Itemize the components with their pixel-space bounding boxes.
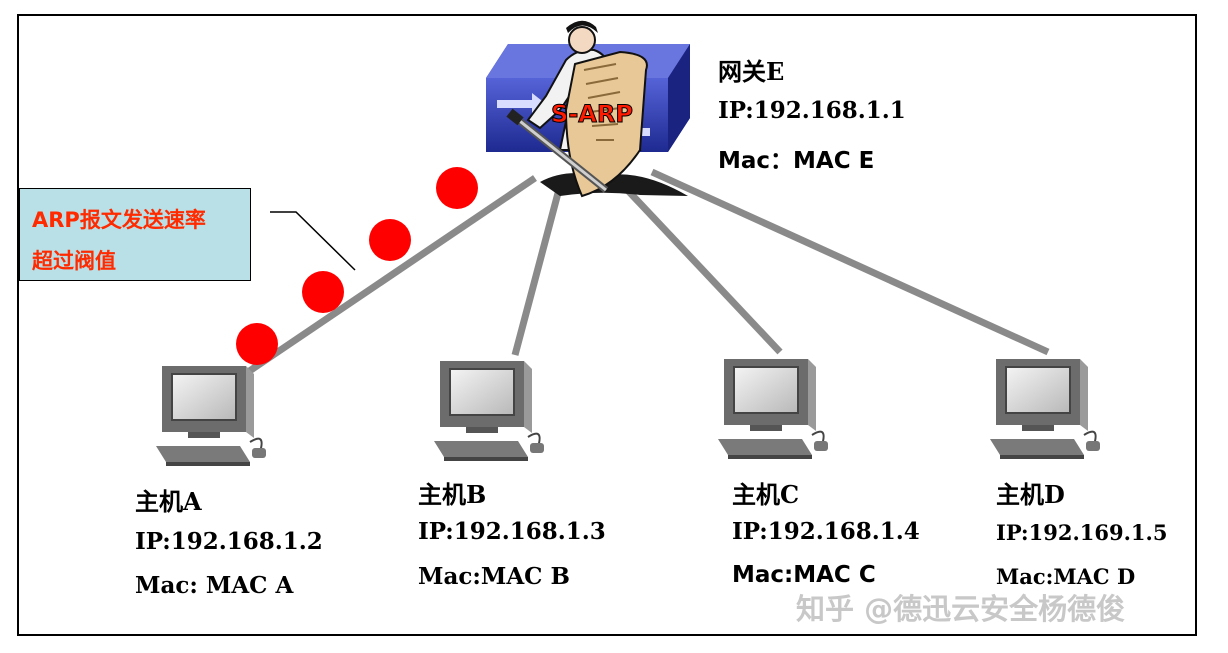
callout-line-2: 超过阀值 <box>32 249 116 273</box>
link-a <box>246 175 537 375</box>
link-b <box>511 177 566 356</box>
diagram-frame <box>17 14 1197 636</box>
arp-packet <box>236 323 278 365</box>
host-computer-icon <box>718 359 828 459</box>
host-c-ip: IP:192.168.1.4 <box>732 518 920 545</box>
host-d-mac: Mac:MAC D <box>996 564 1136 589</box>
host-b-ip: IP:192.168.1.3 <box>418 518 606 545</box>
host-a-ip: IP:192.168.1.2 <box>135 528 323 555</box>
host-d-name: 主机D <box>996 480 1065 509</box>
host-computer-icon <box>434 361 544 461</box>
host-b-name: 主机B <box>418 480 487 509</box>
rate-threshold-callout: ARP报文发送速率 超过阀值 <box>19 188 251 281</box>
host-computer-icon <box>156 366 266 466</box>
watermark: 知乎 @德迅云安全杨德俊 <box>796 592 1126 626</box>
link-d <box>650 168 1050 356</box>
arp-packet <box>436 167 478 209</box>
arp-packet <box>369 219 411 261</box>
host-computer-icon <box>990 359 1100 459</box>
gateway-mac: Mac：MAC E <box>718 148 875 174</box>
host-c-name: 主机C <box>732 480 800 509</box>
host-b-mac: Mac:MAC B <box>418 563 570 590</box>
arp-packet <box>302 271 344 313</box>
gateway-ip: IP:192.168.1.1 <box>718 97 906 124</box>
shield-guard-icon: S-ARP <box>506 20 688 198</box>
gateway-name: 网关E <box>718 57 785 86</box>
callout-leader <box>270 211 356 271</box>
link-c <box>615 177 783 355</box>
callout-line-1: ARP报文发送速率 <box>32 208 206 232</box>
host-a-mac: Mac: MAC A <box>135 572 294 599</box>
host-d-ip: IP:192.169.1.5 <box>996 520 1168 545</box>
host-a-name: 主机A <box>135 487 202 516</box>
host-c-mac: Mac:MAC C <box>732 562 876 588</box>
s-arp-badge: S-ARP <box>551 100 633 128</box>
